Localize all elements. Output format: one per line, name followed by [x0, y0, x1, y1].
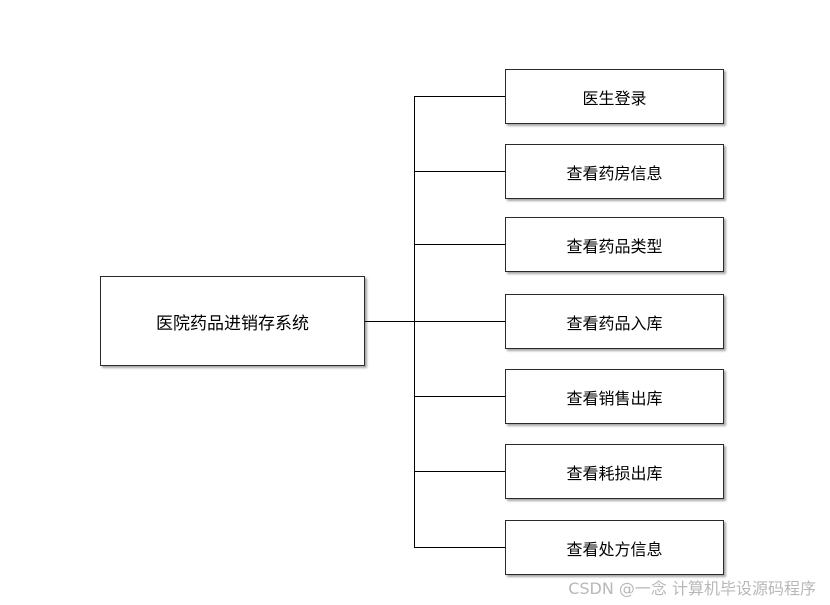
child-node-drug-type: 查看药品类型	[505, 217, 724, 272]
branch-line-1	[414, 96, 505, 97]
branch-line-2	[414, 171, 505, 172]
branch-line-5	[414, 396, 505, 397]
branch-line-7	[414, 547, 505, 548]
child-node-label: 查看药品类型	[566, 236, 663, 256]
root-node: 医院药品进销存系统	[100, 276, 365, 366]
child-node-label: 查看处方信息	[566, 539, 663, 559]
child-node-label: 查看销售出库	[566, 388, 663, 408]
child-node-sales-out: 查看销售出库	[505, 369, 724, 424]
child-node-label: 医生登录	[582, 88, 647, 108]
root-node-label: 医院药品进销存系统	[156, 313, 309, 334]
child-node-loss-out: 查看耗损出库	[505, 444, 724, 499]
child-node-doctor-login: 医生登录	[505, 69, 724, 124]
child-node-pharmacy-info: 查看药房信息	[505, 144, 724, 199]
child-node-label: 查看药房信息	[566, 163, 663, 183]
child-node-label: 查看药品入库	[566, 313, 663, 333]
watermark-text: CSDN @一念 计算机毕设源码程序	[568, 579, 816, 598]
branch-line-6	[414, 471, 505, 472]
branch-line-3	[414, 244, 505, 245]
child-node-label: 查看耗损出库	[566, 463, 663, 483]
child-node-prescription-info: 查看处方信息	[505, 520, 724, 575]
branch-line-4	[414, 321, 505, 322]
child-node-drug-stock-in: 查看药品入库	[505, 294, 724, 349]
root-connector-line	[365, 321, 415, 322]
